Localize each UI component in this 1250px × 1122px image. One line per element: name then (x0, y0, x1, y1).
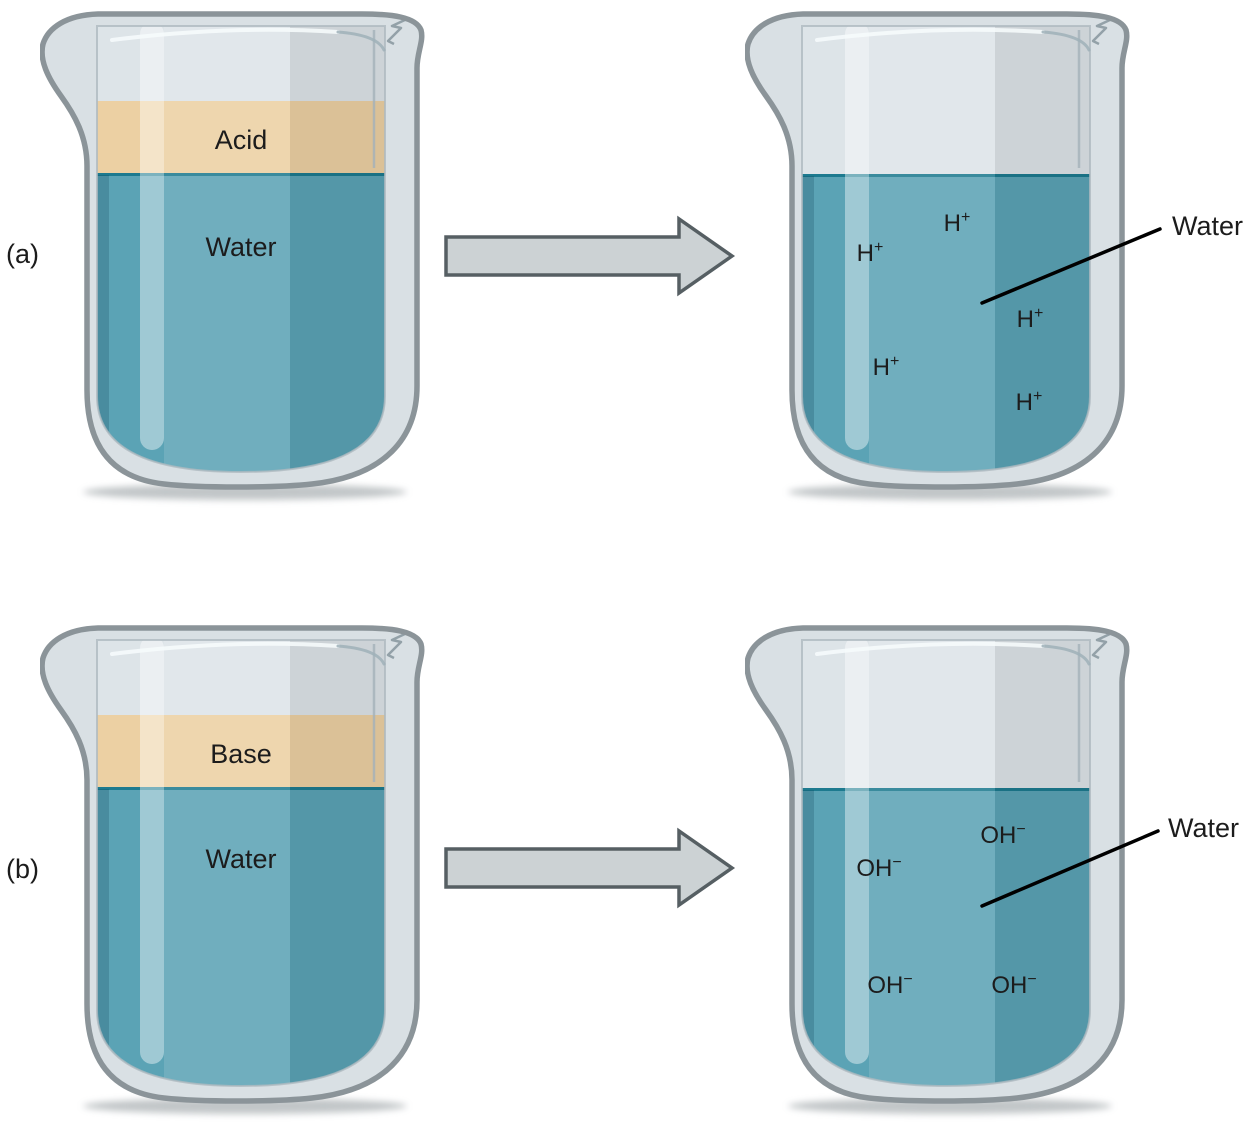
beaker-b-right: OH− OH− OH− OH− Water (745, 622, 1239, 1122)
water-label: Water (205, 232, 276, 262)
right-arrow-icon (444, 217, 734, 295)
water-edge-shading (97, 175, 109, 472)
water-edge-shading (802, 790, 814, 1086)
hydroxide-ion-label: OH− (867, 971, 912, 999)
hydrogen-ion-label: H+ (873, 353, 900, 381)
water-edge-shading (802, 176, 814, 472)
base-label: Base (210, 739, 272, 769)
beaker-b-left: Base Water (40, 622, 425, 1122)
water-callout-label: Water (1172, 211, 1243, 241)
panel-b-tag: (b) (6, 854, 39, 884)
right-arrow-icon (444, 829, 734, 907)
water-label: Water (205, 844, 276, 874)
hydrogen-ion-label: H+ (944, 209, 971, 237)
beaker-a-left: Acid Water (40, 8, 425, 508)
hydroxide-ion-label: OH− (980, 821, 1025, 849)
hydrogen-ion-label: H+ (1017, 305, 1044, 333)
acid-label: Acid (215, 125, 268, 155)
water-callout-label: Water (1168, 813, 1239, 843)
hydroxide-ion-label: OH− (991, 971, 1036, 999)
water-callout-line (980, 829, 1160, 908)
water-edge-shading (97, 789, 109, 1086)
beaker-a-right: H+ H+ H+ H+ H+ Water (745, 8, 1243, 508)
panel-a-tag: (a) (6, 239, 39, 269)
water-callout-line (980, 227, 1162, 305)
hydroxide-ion-label: OH− (856, 854, 901, 882)
hydrogen-ion-label: H+ (1016, 388, 1043, 416)
hydrogen-ion-label: H+ (857, 239, 884, 267)
